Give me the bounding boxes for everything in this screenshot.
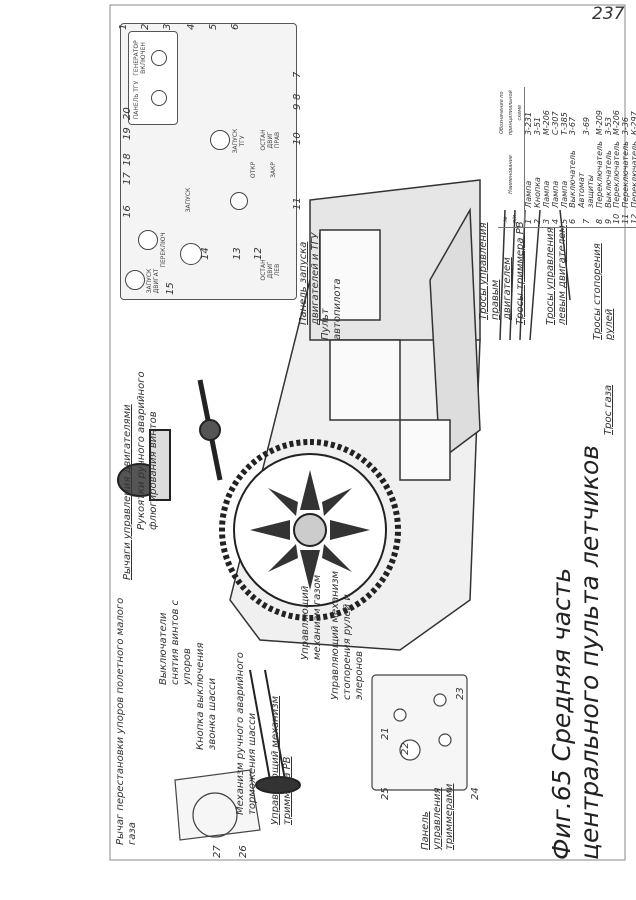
label-cables-trim: Тросы триммера РВ xyxy=(515,221,526,325)
label-brake-mech: Механизм ручного аварийного торможения ш… xyxy=(235,652,258,815)
callout-16: 16 xyxy=(122,205,133,218)
figure-title: Фиг.65 Средняя часть центрального пульта… xyxy=(547,445,604,860)
callout-21: 21 xyxy=(380,727,391,740)
table-cell: Переключатель xyxy=(629,141,636,208)
label-cables-right: Тросы управления правым двигателем xyxy=(478,222,513,320)
page-frame xyxy=(109,4,626,861)
callout-15: 15 xyxy=(165,282,176,295)
callout-5: 5 xyxy=(208,23,219,30)
label-stop-lever: Рычаг перестановки упоров полетного мало… xyxy=(115,597,138,845)
callout-12: 12 xyxy=(253,247,264,260)
table-header-cell: Обозначение по принципиальной схеме xyxy=(498,87,525,139)
callout-1: 1 xyxy=(118,23,129,30)
label-cables-lock: Тросы стопорения рулей xyxy=(592,243,615,340)
engine-levers xyxy=(117,379,223,501)
label-autopilot: Пульт автопилота xyxy=(320,278,343,340)
switch-label: ПЕРЕКЛЮЧ xyxy=(160,232,167,268)
brake-mechanism-drawing xyxy=(174,769,261,841)
title-line-2: центрального пульта летчиков xyxy=(575,445,604,860)
open-label: ОТКР xyxy=(250,161,257,179)
start-label: ЗАПУСК xyxy=(185,187,192,213)
table-cell: 3-69 xyxy=(581,117,591,136)
trim-lever xyxy=(249,669,301,794)
table-cell: 12 xyxy=(629,213,636,224)
panel-tgu: ПАНЕЛЬ ТГУ ГЕНЕРАТОР ВКЛЮЧЕН xyxy=(128,31,178,125)
callout-8: 8 xyxy=(292,93,303,100)
callout-10: 10 xyxy=(292,132,303,145)
lamp-1 xyxy=(151,50,167,66)
start-engine-button[interactable] xyxy=(125,270,145,290)
callout-4: 4 xyxy=(186,23,197,30)
start-tgu-button[interactable] xyxy=(210,130,230,150)
table-header-cell: № п/п xyxy=(498,210,525,228)
label-cable-gas: Трос газа xyxy=(603,384,614,435)
table-cell: К-297 xyxy=(629,111,636,136)
label-panel-start: Панель запуска двигателей и ТГУ xyxy=(298,232,321,325)
table-cell: 3-67 xyxy=(568,117,578,136)
switch-11[interactable] xyxy=(180,243,202,265)
callout-17: 17 xyxy=(122,172,133,185)
switch-17[interactable] xyxy=(138,230,158,250)
table-row: 7 Автомат защиты 3-69 xyxy=(577,87,596,227)
table-header-cell: Наименование xyxy=(498,138,525,211)
callout-22: 22 xyxy=(400,742,411,755)
stop-right-label: ОСТАН ДВИГ ПРАВ xyxy=(260,129,281,151)
label-engine-levers: Рычаги управления двигателями xyxy=(122,404,133,580)
callout-7: 7 xyxy=(292,71,303,78)
close-label: ЗАКР xyxy=(270,162,277,178)
callout-14: 14 xyxy=(200,247,211,260)
callout-2: 2 xyxy=(140,23,151,30)
callout-20: 20 xyxy=(122,107,133,120)
switch-6[interactable] xyxy=(230,192,248,210)
label-prop-switches: Выключатели снятия винтов с упоров xyxy=(158,599,193,685)
page-number: 237 xyxy=(592,4,625,24)
label-bell-button: Кнопка выключения звонка шасси xyxy=(195,642,218,750)
callout-18: 18 xyxy=(122,153,133,166)
handwheel-gear xyxy=(219,439,401,621)
label-trim-mech: Управляющий механизм триммера РВ xyxy=(270,695,293,825)
panel-tgu-title: ПАНЕЛЬ ТГУ xyxy=(133,80,140,120)
title-line-1: Фиг.65 Средняя часть xyxy=(547,567,576,860)
start-tgu-label: ЗАПУСК ТГУ xyxy=(232,128,246,154)
table-cell: Автомат защиты xyxy=(577,172,595,208)
callout-25: 25 xyxy=(380,787,391,800)
callout-23: 23 xyxy=(455,687,466,700)
callout-3: 3 xyxy=(162,23,173,30)
callout-26: 26 xyxy=(238,845,249,858)
table-cell: 6 xyxy=(568,218,578,224)
label-lock-mech: Управляющий механизм стопорения рулей и … xyxy=(330,570,365,700)
callout-9: 9 xyxy=(292,103,303,110)
callout-19: 19 xyxy=(122,127,133,140)
label-gas-mech: Управляющий механизм газом xyxy=(300,574,323,660)
switch-20[interactable] xyxy=(151,90,167,106)
label-cables-left: Тросы управления левым двигателем xyxy=(545,225,568,325)
callout-24: 24 xyxy=(470,787,481,800)
callout-13: 13 xyxy=(232,247,243,260)
label-trim-panel: Панель управления триммерами xyxy=(420,783,455,850)
trim-panel-drawing xyxy=(371,674,468,791)
autopilot-panel xyxy=(319,229,381,321)
cables xyxy=(499,209,571,341)
table-row: 12 Переключатель К-297 xyxy=(629,87,636,227)
table-cell: 7 xyxy=(581,218,591,224)
label-feather-handles: Рукоятки ручного аварийного флюгирования… xyxy=(136,371,159,530)
start-engine-label: ЗАПУСК ДВИГАТ xyxy=(146,268,160,294)
callout-6: 6 xyxy=(230,23,241,30)
generator-label: ГЕНЕРАТОР ВКЛЮЧЕН xyxy=(133,40,147,76)
callout-27: 27 xyxy=(212,845,223,858)
